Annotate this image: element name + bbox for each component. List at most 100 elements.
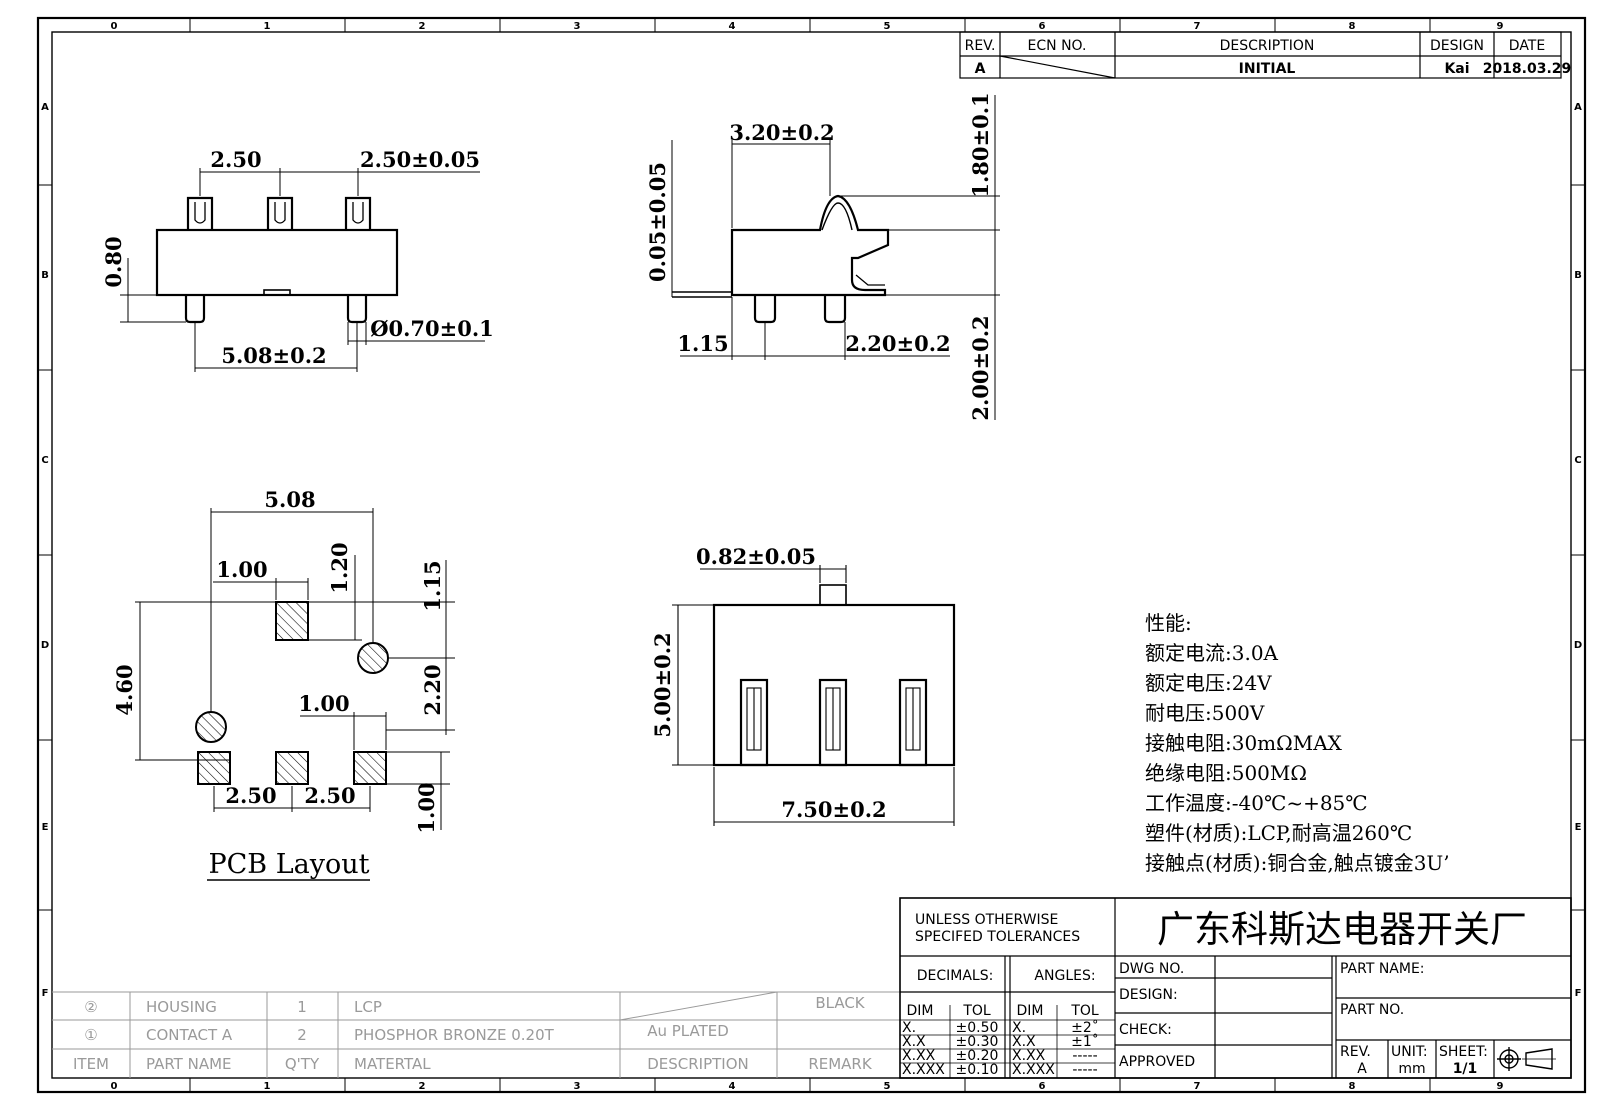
angle-row-2-dim: X.X xyxy=(1012,1034,1036,1050)
dim-pcb-d7: 1.00 xyxy=(298,691,349,716)
dim-pcb-d1: 5.08 xyxy=(264,487,315,512)
zone-row-c: C xyxy=(41,455,48,466)
spec-contact-resistance: 接触电阻:30mΩMAX xyxy=(1145,731,1343,755)
sheet-label: SHEET: xyxy=(1439,1044,1488,1060)
zone-col-7: 7 xyxy=(1194,21,1201,32)
dim-front-pin-dia: Ø0.70±0.1 xyxy=(370,316,494,341)
angle-row-3-dim: X.XX xyxy=(1012,1048,1046,1064)
top-view-terminal-1 xyxy=(739,678,769,767)
projection-symbol-icon xyxy=(1497,1047,1556,1071)
zone-col-9-bottom: 9 xyxy=(1497,1081,1504,1092)
rev-value: A xyxy=(975,61,986,77)
angles-label: ANGLES: xyxy=(1034,968,1095,984)
angle-row-1-tol: ±2˚ xyxy=(1071,1019,1099,1036)
zone-row-a: A xyxy=(41,102,49,113)
pcb-hole-2 xyxy=(195,711,227,743)
top-view: 0.82±0.05 5.00±0.2 7.50±0.2 xyxy=(650,544,956,826)
bom-row1-qty: 1 xyxy=(297,998,307,1016)
design-label: DESIGN: xyxy=(1119,987,1178,1003)
bom-header-item: ITEM xyxy=(73,1055,109,1073)
part-no-label: PART NO. xyxy=(1340,1002,1404,1018)
dim-front-pitch-left: 2.50 xyxy=(210,147,261,172)
zone-col-0-bottom: 0 xyxy=(111,1081,118,1092)
bom-header-qty: Q'TY xyxy=(285,1055,320,1073)
zone-col-4-bottom: 4 xyxy=(729,1081,736,1092)
zone-row-a-right: A xyxy=(1574,102,1582,113)
zone-col-1-bottom: 1 xyxy=(264,1081,271,1092)
decimal-row-1-dim: X. xyxy=(902,1020,916,1036)
decimal-row-4-tol: ±0.10 xyxy=(956,1062,999,1078)
dim-side-body-height: 2.00±0.2 xyxy=(968,315,993,420)
top-view-actuator xyxy=(819,584,847,606)
dim-side-lead: 1.15 xyxy=(677,331,728,356)
dwg-no-label: DWG NO. xyxy=(1119,961,1184,977)
pcb-pad-bottom-1 xyxy=(197,751,231,785)
rev-value-title: A xyxy=(1357,1061,1367,1077)
approved-label: APPROVED xyxy=(1119,1054,1195,1070)
zone-row-d-right: D xyxy=(1574,640,1582,651)
ecn-header: ECN NO. xyxy=(1028,38,1087,54)
design-value: Kai xyxy=(1444,61,1469,77)
zone-col-6-bottom: 6 xyxy=(1039,1081,1046,1092)
front-pin-bottom-2 xyxy=(346,295,368,324)
tolerance-note-1: UNLESS OTHERWISE xyxy=(915,912,1058,928)
bom-row2-description: Au PLATED xyxy=(647,1022,729,1040)
dim-top-height: 5.00±0.2 xyxy=(650,632,675,737)
pcb-hole-1 xyxy=(357,642,389,674)
decimal-row-2-tol: ±0.30 xyxy=(956,1034,999,1050)
zone-row-b-right: B xyxy=(1574,270,1582,281)
front-pin-top-3 xyxy=(344,196,372,230)
design-header: DESIGN xyxy=(1430,38,1484,54)
dim-pcb-d9: 2.50 xyxy=(304,783,355,808)
dim-pcb-d5: 4.60 xyxy=(112,664,137,715)
date-value: 2018.03.29 xyxy=(1483,61,1572,77)
dim-side-actuator: 3.20±0.2 xyxy=(729,120,834,145)
front-view-body xyxy=(155,228,399,297)
spec-heading: 性能: xyxy=(1145,611,1192,635)
angles-dim-header: DIM xyxy=(1017,1003,1044,1019)
dim-side-pin-gap: 2.20±0.2 xyxy=(845,331,950,356)
date-header: DATE xyxy=(1509,38,1545,54)
pcb-pad-bottom-3 xyxy=(353,751,387,785)
dim-pcb-d3: 1.20 xyxy=(327,542,352,593)
spec-housing-material: 塑件(材质):LCP,耐高温260℃ xyxy=(1145,821,1412,845)
bom-row1-material: LCP xyxy=(354,998,382,1016)
zone-col-7-bottom: 7 xyxy=(1194,1081,1201,1092)
top-view-terminal-3 xyxy=(898,678,928,767)
zone-row-d: D xyxy=(41,640,49,651)
pcb-pad-bottom-2 xyxy=(275,751,309,785)
bom-row2-material: PHOSPHOR BRONZE 0.20T xyxy=(354,1026,555,1044)
angle-row-3-tol: ----- xyxy=(1072,1048,1097,1064)
zone-row-e: E xyxy=(42,822,49,833)
decimal-row-2-dim: X.X xyxy=(902,1034,926,1050)
front-view: 2.50 2.50±0.05 0.80 Ø0.70±0.1 5.08±0.2 xyxy=(101,147,494,372)
specifications: 性能: 额定电流:3.0A 额定电压:24V 耐电压:500V 接触电阻:30m… xyxy=(1145,611,1450,875)
zone-col-5-bottom: 5 xyxy=(884,1081,891,1092)
spec-insulation-resistance: 绝缘电阻:500MΩ xyxy=(1145,761,1307,785)
zone-row-f-right: F xyxy=(1575,988,1582,999)
decimal-row-3-tol: ±0.20 xyxy=(956,1048,999,1064)
dim-side-actuator-height: 1.80±0.1 xyxy=(968,92,993,197)
rev-label: REV. xyxy=(1340,1044,1371,1060)
spec-rated-current: 额定电流:3.0A xyxy=(1145,641,1279,665)
bom-row2-item: ① xyxy=(84,1026,97,1044)
sheet-frame xyxy=(36,16,1587,1094)
bom-table: ② HOUSING 1 LCP BLACK ① CONTACT A 2 PHOS… xyxy=(52,991,900,1078)
bom-header-description: DESCRIPTION xyxy=(647,1055,749,1073)
pcb-layout-view: 5.08 1.00 1.20 1.15 4.60 2.20 1.00 2.50 … xyxy=(112,487,455,881)
spec-rated-voltage: 额定电压:24V xyxy=(1145,671,1272,695)
dim-top-actuator-width: 0.82±0.05 xyxy=(696,544,816,569)
dim-front-height: 0.80 xyxy=(101,236,126,287)
zone-col-8: 8 xyxy=(1349,21,1356,32)
angle-row-4-tol: ----- xyxy=(1072,1062,1097,1078)
front-pin-bottom-1 xyxy=(184,295,206,324)
angle-row-1-dim: X. xyxy=(1012,1020,1026,1036)
bom-row1-remark: BLACK xyxy=(815,994,865,1012)
dim-front-pitch-right: 2.50±0.05 xyxy=(360,147,480,172)
title-block: UNLESS OTHERWISE SPECIFED TOLERANCES 广东科… xyxy=(899,897,1572,1079)
bom-row2-qty: 2 xyxy=(297,1026,307,1044)
front-pin-top-1 xyxy=(186,196,214,230)
zone-labels: 0 1 2 3 4 5 6 7 8 9 0 1 2 3 4 5 6 7 8 9 … xyxy=(41,21,1582,1092)
zone-col-1: 1 xyxy=(264,21,271,32)
